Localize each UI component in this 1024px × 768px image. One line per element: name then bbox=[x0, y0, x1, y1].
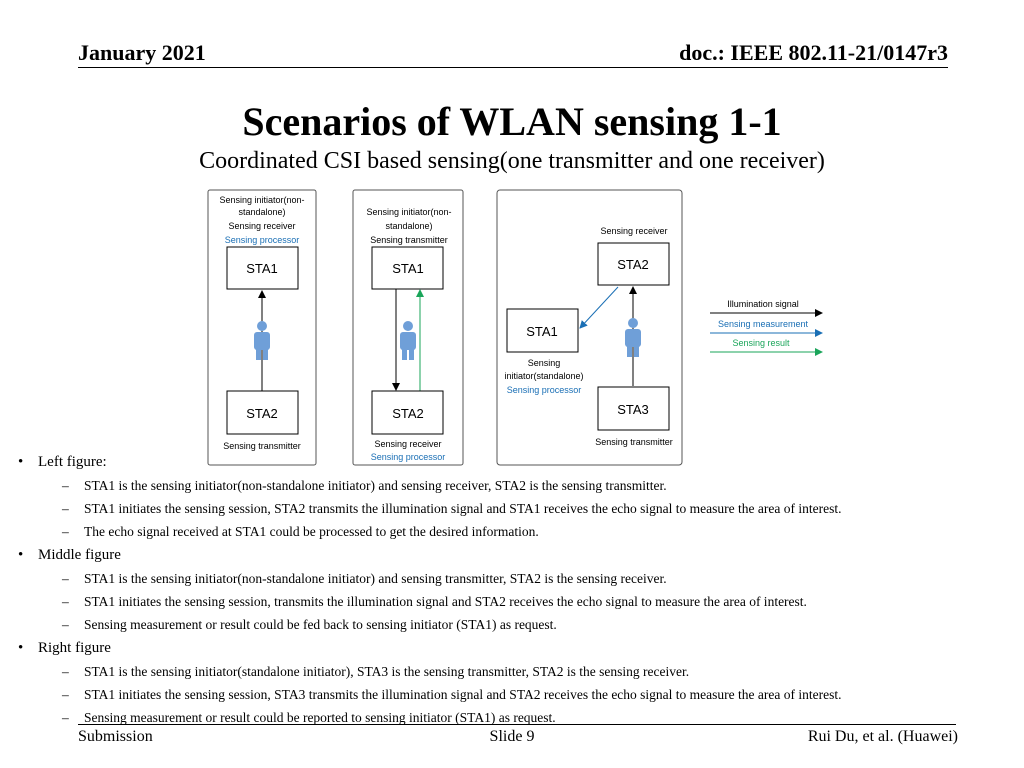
sub-bullet-text: STA1 initiates the sensing session, STA2… bbox=[84, 501, 842, 516]
sub-bullet: –Sensing measurement or result could be … bbox=[18, 708, 1008, 731]
sensing-diagram: Sensing initiator(non- standalone) Sensi… bbox=[207, 189, 823, 466]
sub-bullet: –The echo signal received at STA1 could … bbox=[18, 522, 1008, 545]
left-sta1-box bbox=[226, 246, 299, 290]
sub-bullet: –STA1 initiates the sensing session, STA… bbox=[18, 499, 1008, 522]
right-receiver-label: Sensing receiver bbox=[600, 226, 667, 236]
bullet-dot: • bbox=[18, 547, 24, 563]
bullet-dot: • bbox=[18, 454, 24, 470]
left-bottom-label: Sensing transmitter bbox=[223, 441, 301, 451]
sub-bullet-dash: – bbox=[62, 594, 69, 609]
middle-top-label-3: Sensing transmitter bbox=[370, 235, 448, 245]
sub-bullet-text: The echo signal received at STA1 could b… bbox=[84, 524, 539, 539]
middle-top-label-2: standalone) bbox=[385, 221, 432, 231]
person-icon bbox=[400, 321, 416, 360]
header-doc-id: doc.: IEEE 802.11-21/0147r3 bbox=[679, 40, 948, 65]
person-icon bbox=[254, 321, 270, 360]
slide-subtitle: Coordinated CSI based sensing(one transm… bbox=[199, 148, 825, 174]
left-sta2-label: STA2 bbox=[246, 406, 278, 421]
sub-bullet-dash: – bbox=[62, 524, 69, 539]
middle-figure: Sensing initiator(non- standalone) Sensi… bbox=[352, 189, 464, 466]
legend-measurement-label: Sensing measurement bbox=[718, 319, 809, 329]
bullet-right-figure: • Right figure bbox=[18, 638, 1008, 662]
right-sta2-box bbox=[597, 242, 670, 286]
bullet-label: Middle figure bbox=[38, 547, 121, 563]
footer-author: Rui Du, et al. (Huawei) bbox=[807, 728, 958, 745]
slide-title: Scenarios of WLAN sensing 1-1 bbox=[242, 99, 782, 144]
right-transmitter-label: Sensing transmitter bbox=[595, 437, 673, 447]
sub-bullet-dash: – bbox=[62, 501, 69, 516]
left-top-label-3: Sensing receiver bbox=[228, 221, 295, 231]
middle-top-label-1: Sensing initiator(non- bbox=[366, 207, 451, 217]
sub-bullet-text: Sensing measurement or result could be r… bbox=[84, 710, 556, 725]
legend-illumination-label: Illumination signal bbox=[727, 299, 799, 309]
header-date: January 2021 bbox=[78, 40, 206, 65]
left-figure: Sensing initiator(non- standalone) Sensi… bbox=[207, 189, 317, 466]
sub-bullet-dash: – bbox=[62, 710, 69, 725]
sub-bullet-text: STA1 initiates the sensing session, STA3… bbox=[84, 687, 842, 702]
sub-bullet-dash: – bbox=[62, 664, 69, 679]
middle-sta2-box bbox=[371, 390, 444, 435]
right-sta1-label: STA1 bbox=[526, 324, 558, 339]
bullet-dot: • bbox=[18, 640, 24, 656]
sub-bullet-dash: – bbox=[62, 478, 69, 493]
sub-bullet-text: STA1 initiates the sensing session, tran… bbox=[84, 594, 807, 609]
header-rule bbox=[78, 67, 948, 68]
sub-bullet-text: STA1 is the sensing initiator(non-standa… bbox=[84, 478, 667, 493]
footer-rule bbox=[78, 724, 956, 725]
sub-bullet: –STA1 is the sensing initiator(non-stand… bbox=[18, 569, 1008, 592]
left-top-label-2: standalone) bbox=[238, 207, 285, 217]
sub-bullet-text: STA1 is the sensing initiator(standalone… bbox=[84, 664, 690, 679]
sub-bullet: –STA1 initiates the sensing session, tra… bbox=[18, 592, 1008, 615]
middle-sta1-box bbox=[371, 246, 444, 290]
right-sta1-box bbox=[506, 308, 579, 353]
middle-panel-frame bbox=[352, 189, 464, 466]
left-sta1-label: STA1 bbox=[246, 261, 278, 276]
sub-bullet: –STA1 is the sensing initiator(standalon… bbox=[18, 662, 1008, 685]
sub-bullet-text: Sensing measurement or result could be f… bbox=[84, 617, 557, 632]
person-icon bbox=[625, 318, 641, 357]
sub-bullet-dash: – bbox=[62, 571, 69, 586]
right-measurement-arrow bbox=[579, 286, 619, 329]
right-processor-label: Sensing processor bbox=[507, 385, 582, 395]
bullet-label: Left figure: bbox=[38, 454, 107, 470]
footer-submission: Submission bbox=[78, 728, 153, 745]
left-top-label-1: Sensing initiator(non- bbox=[219, 195, 304, 205]
right-sta3-box bbox=[597, 386, 670, 431]
footer-slide-number: Slide 9 bbox=[489, 728, 535, 745]
left-sta2-box bbox=[226, 390, 299, 435]
left-panel-frame bbox=[207, 189, 317, 466]
right-initiator-label-1: Sensing bbox=[528, 358, 561, 368]
middle-processor-label: Sensing processor bbox=[371, 452, 446, 462]
middle-bottom-label: Sensing receiver bbox=[374, 439, 441, 449]
right-panel-frame bbox=[496, 189, 683, 466]
legend: Illumination signal Sensing measurement … bbox=[710, 299, 823, 356]
sub-bullet: –STA1 initiates the sensing session, STA… bbox=[18, 685, 1008, 708]
left-processor-label: Sensing processor bbox=[225, 235, 300, 245]
sub-bullet-text: STA1 is the sensing initiator(non-standa… bbox=[84, 571, 667, 586]
right-sta3-label: STA3 bbox=[617, 402, 649, 417]
sub-bullet-dash: – bbox=[62, 687, 69, 702]
sub-bullet: –Sensing measurement or result could be … bbox=[18, 615, 1008, 638]
bullet-list: •Left figure: –STA1 is the sensing initi… bbox=[18, 452, 1008, 731]
sub-bullet: –STA1 is the sensing initiator(non-stand… bbox=[18, 476, 1008, 499]
right-figure: Sensing receiver STA2 STA1 Sensing initi… bbox=[496, 189, 683, 466]
sub-bullet-dash: – bbox=[62, 617, 69, 632]
middle-sta2-label: STA2 bbox=[392, 406, 424, 421]
right-initiator-label-2: initiator(standalone) bbox=[504, 371, 583, 381]
right-sta2-label: STA2 bbox=[617, 257, 649, 272]
middle-sta1-label: STA1 bbox=[392, 261, 424, 276]
bullet-middle-figure: • Middle figure bbox=[18, 545, 1008, 569]
bullet-left-figure: • Left figure: bbox=[18, 452, 1008, 476]
legend-result-label: Sensing result bbox=[732, 338, 790, 348]
bullet-label: Right figure bbox=[38, 640, 111, 656]
